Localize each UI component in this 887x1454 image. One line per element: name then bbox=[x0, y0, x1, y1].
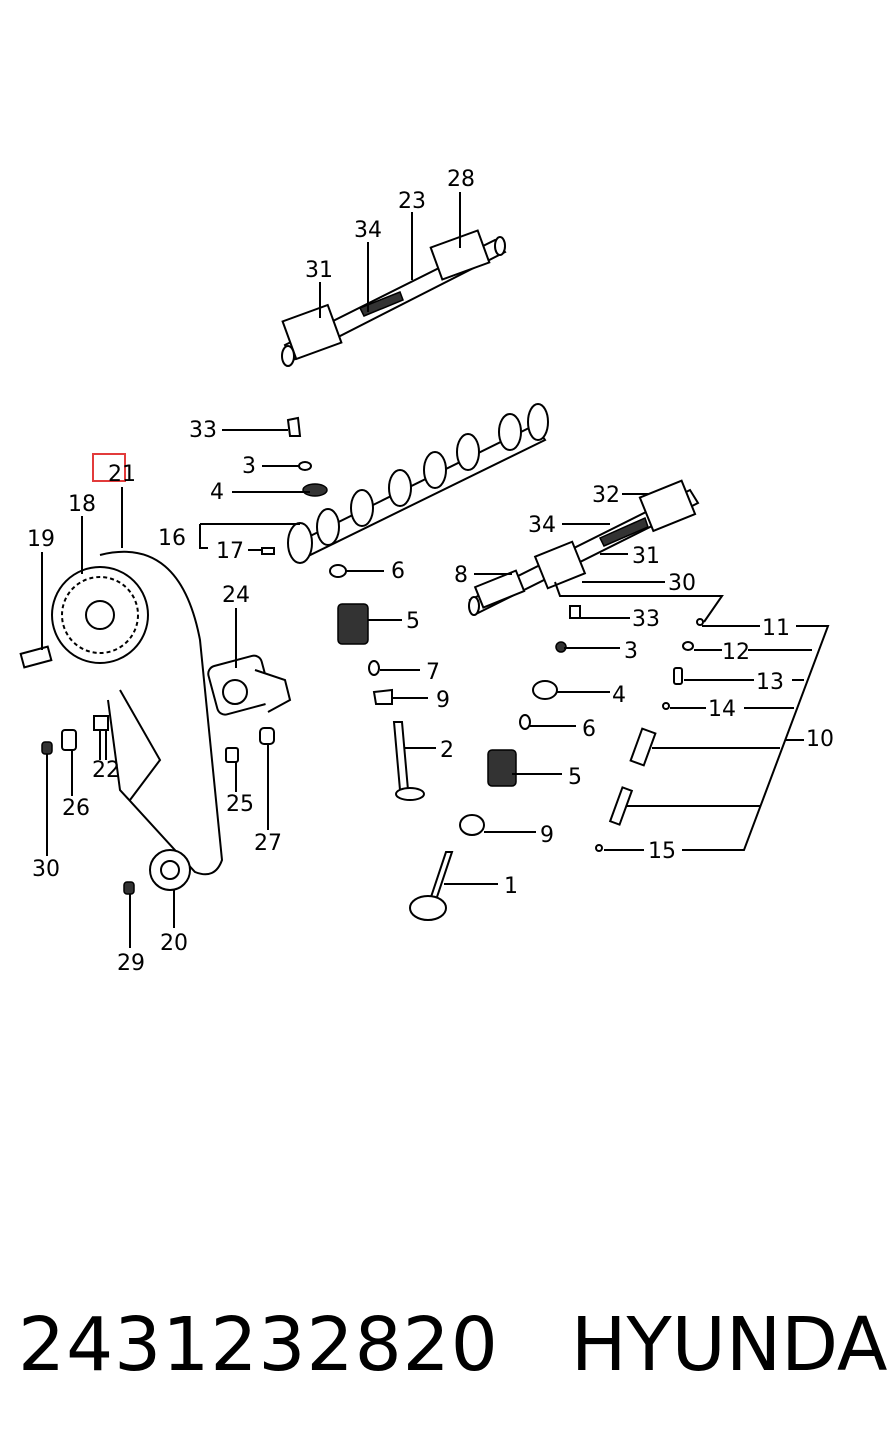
callout-label: 18 bbox=[68, 492, 96, 517]
callout-highlight-box bbox=[92, 453, 126, 482]
callout-label: 22 bbox=[92, 758, 120, 783]
timing-belt-drive bbox=[51, 550, 292, 891]
callout-label: 2 bbox=[440, 738, 454, 763]
callout-label: 30 bbox=[668, 571, 696, 596]
part-number: 2431232820 bbox=[18, 1302, 499, 1388]
callout-label: 4 bbox=[210, 480, 224, 505]
callout-label: 6 bbox=[582, 717, 596, 742]
callout-label: 27 bbox=[254, 831, 282, 856]
callout-label: 13 bbox=[756, 670, 784, 695]
callout-label: 26 bbox=[62, 796, 90, 821]
callout-label: 7 bbox=[426, 660, 440, 685]
callout-label: 31 bbox=[632, 544, 660, 569]
brand-name: HYUNDAI bbox=[570, 1302, 887, 1388]
callout-label: 5 bbox=[568, 765, 582, 790]
callout-label: 5 bbox=[406, 609, 420, 634]
callout-labels: 28 23 34 31 33 3 4 21 18 16 19 17 6 24 5… bbox=[27, 167, 834, 976]
callout-label: 19 bbox=[27, 527, 55, 552]
callout-label: 10 bbox=[806, 727, 834, 752]
callout-label: 23 bbox=[398, 189, 426, 214]
callout-label: 25 bbox=[226, 792, 254, 817]
callout-label: 15 bbox=[648, 839, 676, 864]
callout-label: 31 bbox=[305, 258, 333, 283]
upper-rocker-shaft bbox=[281, 229, 507, 367]
callout-label: 21 bbox=[108, 462, 136, 487]
callout-label: 8 bbox=[454, 563, 468, 588]
caption: 2431232820 HYUNDAI bbox=[18, 1295, 887, 1395]
callout-label: 32 bbox=[592, 483, 620, 508]
callout-label: 16 bbox=[158, 526, 186, 551]
callout-label: 1 bbox=[504, 874, 518, 899]
callout-label: 28 bbox=[447, 167, 475, 192]
callout-label: 17 bbox=[216, 539, 244, 564]
exploded-parts-diagram: 28 23 34 31 33 3 4 21 18 16 19 17 6 24 5… bbox=[19, 167, 834, 976]
callout-label: 33 bbox=[632, 607, 660, 632]
callout-label: 11 bbox=[762, 616, 790, 641]
callout-label: 9 bbox=[540, 823, 554, 848]
callout-label: 34 bbox=[528, 513, 556, 538]
callout-label: 33 bbox=[189, 418, 217, 443]
callout-label: 3 bbox=[242, 454, 256, 479]
callout-label: 29 bbox=[117, 951, 145, 976]
callout-label: 20 bbox=[160, 931, 188, 956]
leader-lines bbox=[41, 192, 830, 948]
callout-label: 9 bbox=[436, 688, 450, 713]
callout-label: 12 bbox=[722, 640, 750, 665]
right-rocker-shaft bbox=[468, 479, 700, 616]
camshaft-left bbox=[287, 403, 549, 564]
right-small-parts bbox=[409, 605, 704, 921]
callout-label: 30 bbox=[32, 857, 60, 882]
callout-label: 24 bbox=[222, 583, 250, 608]
callout-label: 14 bbox=[708, 697, 736, 722]
callout-label: 6 bbox=[391, 559, 405, 584]
callout-label: 4 bbox=[612, 683, 626, 708]
left-small-parts bbox=[19, 645, 275, 895]
callout-label: 3 bbox=[624, 639, 638, 664]
callout-label: 34 bbox=[354, 218, 382, 243]
